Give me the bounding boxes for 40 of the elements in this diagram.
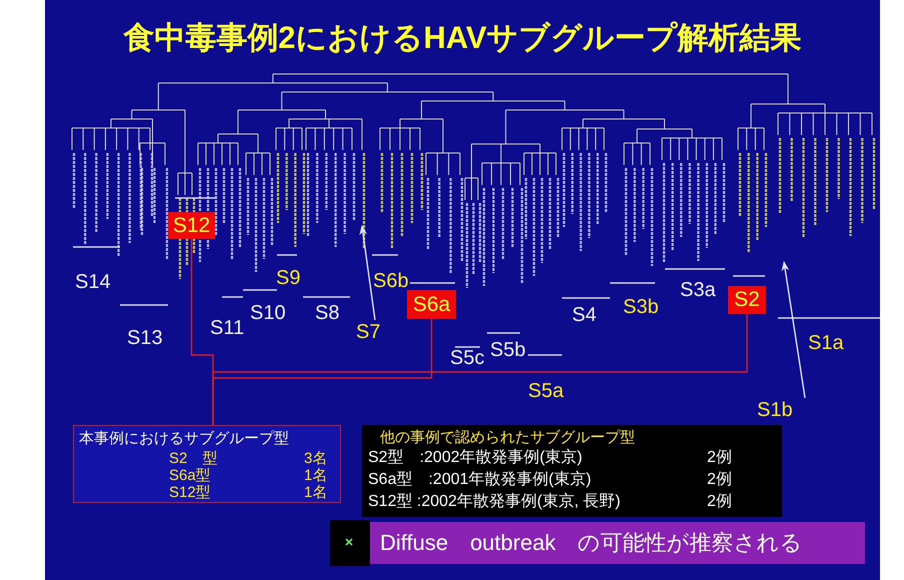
subgroup-label: S5c	[450, 348, 484, 368]
subgroup-label: S4	[572, 305, 596, 325]
type-cell: S2型 :2002年散発事例(東京)	[368, 450, 582, 466]
subgroup-label: S5b	[490, 340, 526, 360]
subgroup-label: S7	[356, 322, 386, 344]
connector-line	[212, 314, 748, 425]
slide-title: 食中毒事例2におけるHAVサブグループ解析結果	[122, 22, 803, 53]
type-cell: S6a型	[169, 468, 211, 483]
subgroup-label: S13	[127, 328, 163, 348]
highlight-box: S12	[168, 212, 215, 239]
subgroup-label: S5a	[528, 381, 564, 401]
count-cell: 1名	[304, 485, 328, 500]
other-cases-panel	[362, 425, 782, 517]
subgroup-label: S6b	[373, 271, 409, 291]
arrow	[781, 261, 806, 398]
count-cell: 2例	[707, 450, 732, 466]
panel-heading: 本事例におけるサブグループ型	[79, 431, 289, 446]
type-cell: S6a型 :2001年散発事例(東京)	[368, 472, 592, 488]
subgroup-label: S11	[210, 318, 244, 338]
highlight-box: S6a	[407, 290, 456, 319]
panel-heading: 他の事例で認められたサブグループ型	[380, 430, 635, 445]
subgroup-label: S14	[75, 272, 111, 292]
subgroup-label: S9	[276, 268, 300, 288]
type-cell: S12型 :2002年散発事例(東京, 長野)	[368, 494, 620, 510]
subgroup-label: S3b	[623, 297, 659, 317]
subgroup-label: S1a	[808, 333, 844, 353]
subgroup-label: S10	[250, 303, 286, 323]
arrow	[359, 225, 376, 320]
conclusion-banner: Diffuse outbreak の可能性が推察される	[370, 522, 865, 564]
subgroup-label: S3a	[680, 280, 716, 300]
type-cell: S12型	[169, 485, 211, 500]
count-cell: 2例	[707, 472, 732, 488]
type-cell: S2 型	[169, 451, 218, 466]
subgroup-label: S8	[315, 303, 340, 323]
subgroup-label: S1b	[757, 400, 797, 422]
count-cell: 1名	[304, 468, 328, 483]
count-cell: 2例	[707, 494, 732, 510]
result-table-panel	[73, 425, 341, 503]
count-cell: 3名	[304, 451, 328, 466]
highlight-box: S2	[728, 286, 766, 314]
